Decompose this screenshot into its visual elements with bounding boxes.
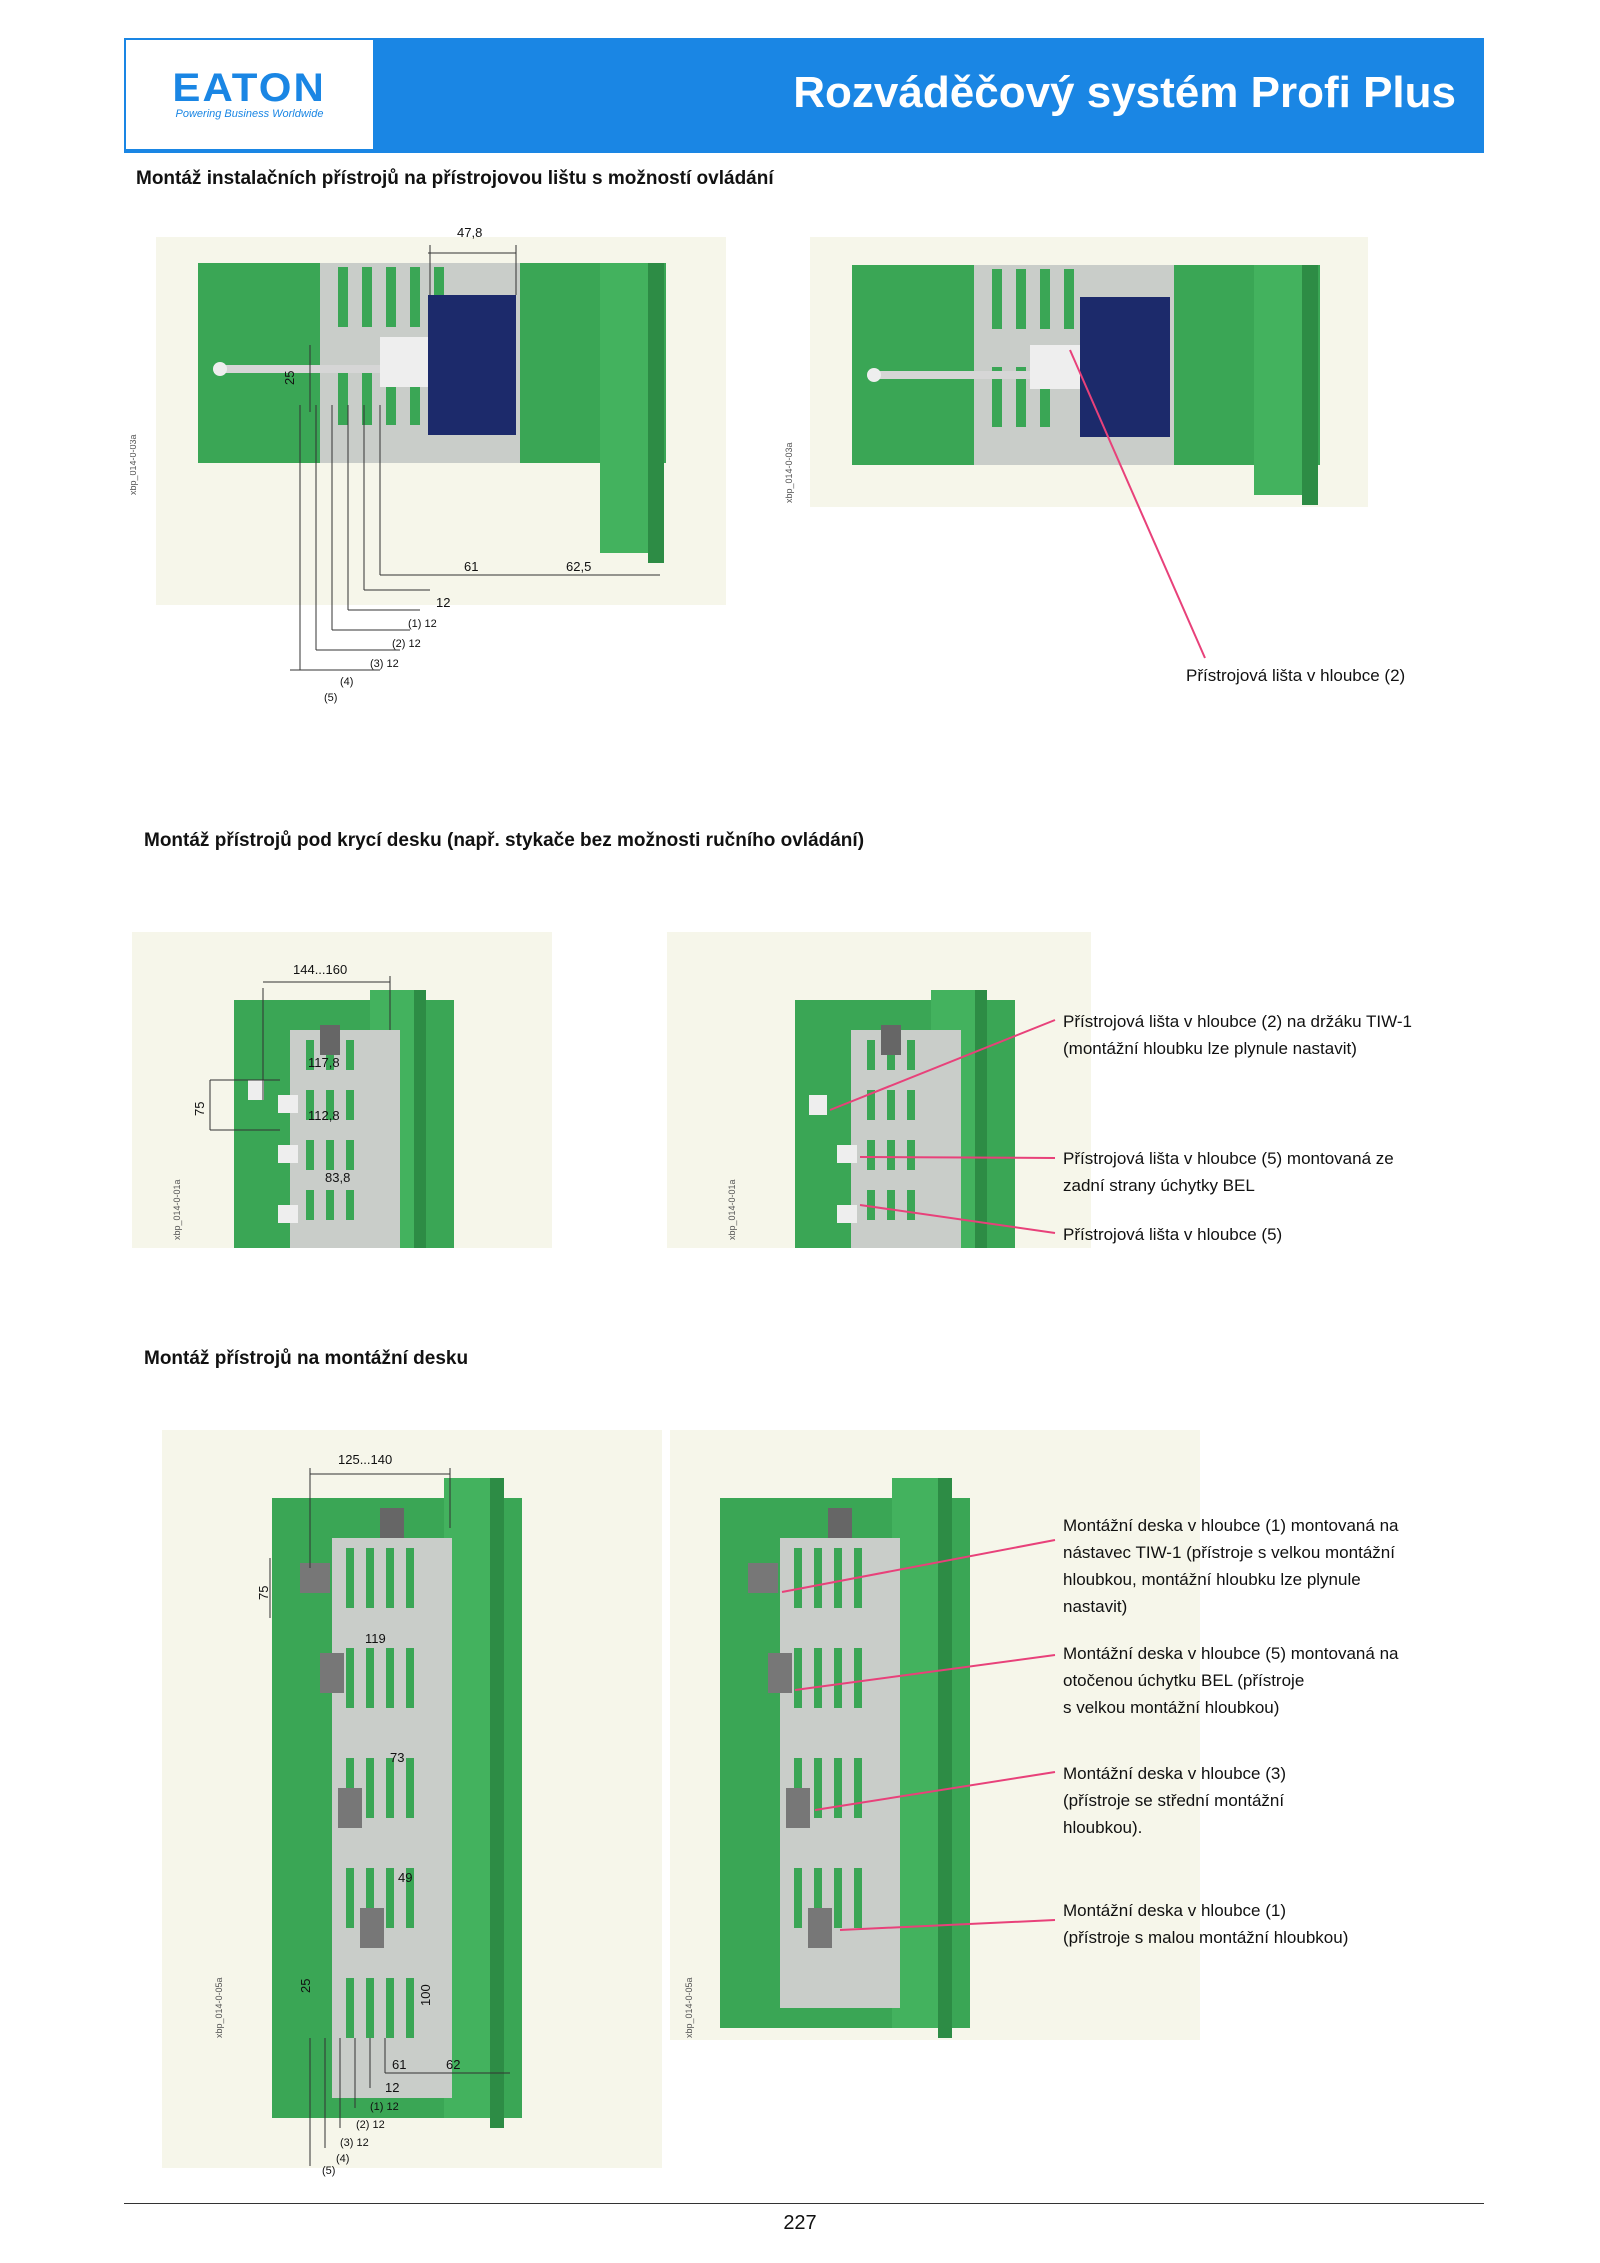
dim-label-4: (4) (340, 676, 353, 688)
dim-119: 119 (365, 1631, 386, 1646)
section3-callout-4: Montážní deska v hloubce (1) (přístroje … (1063, 1901, 1349, 1947)
dim-112-8: 112,8 (308, 1108, 340, 1123)
dim-73: 73 (390, 1750, 404, 1765)
drawing-code: xbp_014-0-05a (214, 1977, 224, 2038)
dim-1-12: (1) 12 (408, 618, 437, 630)
section2-callout-1: Přístrojová lišta v hloubce (2) na držák… (1063, 1012, 1412, 1058)
dim-144-160: 144...160 (293, 962, 347, 977)
dim-25: 25 (282, 371, 297, 385)
dim-25: 25 (298, 1979, 313, 1993)
dim-label-5: (5) (322, 2165, 335, 2177)
section3-callout-1: Montážní deska v hloubce (1) montovaná n… (1063, 1516, 1399, 1616)
dim-47-8: 47,8 (457, 225, 482, 240)
section3-heading: Montáž přístrojů na montážní desku (144, 1348, 469, 1369)
dim-2-12: (2) 12 (356, 2119, 385, 2131)
drawing-code: xbp_014-0-03a (784, 442, 794, 503)
section3-right-drawing: xbp_014-0-05a (668, 1428, 1208, 2048)
page-title: Rozváděčový systém Profi Plus (793, 68, 1456, 117)
section3-callout-2: Montážní deska v hloubce (5) montovaná n… (1063, 1644, 1399, 1717)
section1-leader-lines (1069, 349, 1206, 659)
dim-3-12: (3) 12 (370, 658, 399, 670)
dim-49: 49 (398, 1870, 412, 1885)
drawing-code: xbp_014-0-01a (172, 1179, 182, 1240)
section2-leader-lines (829, 1019, 1056, 1234)
dim-61: 61 (464, 559, 478, 574)
dim-75: 75 (192, 1102, 207, 1116)
footer-rule (124, 2203, 1484, 2204)
drawing-code: xbp_014-0-03a (130, 434, 138, 495)
page-number: 227 (783, 2212, 817, 2234)
section3-callout-3: Montážní deska v hloubce (3) (přístroje … (1063, 1764, 1287, 1837)
dim-12: 12 (436, 595, 450, 610)
page-header: EATON Powering Business Worldwide Rozvád… (124, 38, 1484, 153)
dim-83-8: 83,8 (325, 1170, 350, 1185)
dim-62: 62 (446, 2057, 460, 2072)
section1-callout: Přístrojová lišta v hloubce (2) (1186, 666, 1406, 685)
logo-tagline: Powering Business Worldwide (175, 107, 324, 120)
section2-callout-3: Přístrojová lišta v hloubce (5) (1063, 1225, 1283, 1244)
section2-callout-2: Přístrojová lišta v hloubce (5) montovan… (1063, 1149, 1394, 1195)
drawing-code: xbp_014-0-01a (727, 1179, 737, 1240)
section2-left-drawing: 144...160 117,8 75 112,8 83,8 xbp_014-0-… (130, 930, 560, 1250)
dim-125-140: 125...140 (338, 1452, 392, 1467)
dim-61: 61 (392, 2057, 406, 2072)
dim-label-5: (5) (324, 692, 337, 704)
section1-right-drawing: xbp_014-0-03a (780, 205, 1380, 525)
eaton-logo: EATON Powering Business Worldwide (126, 40, 373, 149)
dim-75: 75 (256, 1586, 271, 1600)
dim-62-5: 62,5 (566, 559, 591, 574)
logo-wordmark: EATON (172, 65, 327, 110)
dim-1-12: (1) 12 (370, 2101, 399, 2113)
dim-12: 12 (385, 2080, 399, 2095)
dim-100: 100 (418, 1984, 433, 2006)
dim-2-12: (2) 12 (392, 638, 421, 650)
dim-117-8: 117,8 (308, 1055, 340, 1070)
drawing-code: xbp_014-0-05a (684, 1977, 694, 2038)
section3-left-drawing: 125...140 75 119 73 49 25 100 61 62 12 (… (160, 1428, 670, 2178)
section3-leader-lines (781, 1539, 1056, 1931)
section1-heading: Montáž instalačních přístrojů na přístro… (136, 168, 774, 189)
section1-left-drawing: 47,8 25 61 62,5 12 (1) 12 (2) 12 (3) 12 … (130, 205, 730, 725)
section2-heading: Montáž přístrojů pod krycí desku (např. … (144, 830, 865, 851)
dim-label-4: (4) (336, 2153, 349, 2165)
dim-3-12: (3) 12 (340, 2137, 369, 2149)
